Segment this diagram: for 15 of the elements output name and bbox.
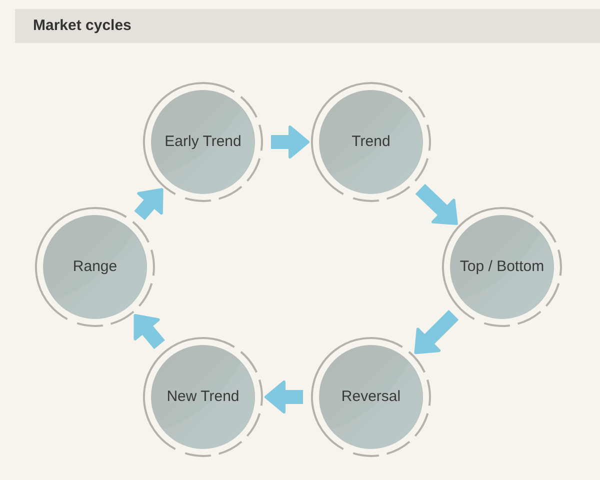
stage-label: Range — [72, 258, 118, 276]
stage-circle — [309, 80, 433, 204]
stage-label: Trend — [352, 132, 390, 152]
stage-circle — [33, 205, 157, 329]
stage-label: Top / Bottom — [460, 258, 544, 276]
stage-label: Early Trend — [164, 132, 242, 152]
stage-label: New Trend — [166, 388, 240, 406]
stage-circle — [141, 335, 265, 459]
title: Market cycles — [33, 16, 132, 36]
stage-label: Reversal — [341, 388, 401, 406]
block-arrow — [271, 126, 310, 158]
stage-circle — [141, 80, 265, 204]
block-arrow — [264, 380, 303, 414]
stage-circle — [309, 335, 433, 459]
stage-circle — [440, 205, 564, 329]
